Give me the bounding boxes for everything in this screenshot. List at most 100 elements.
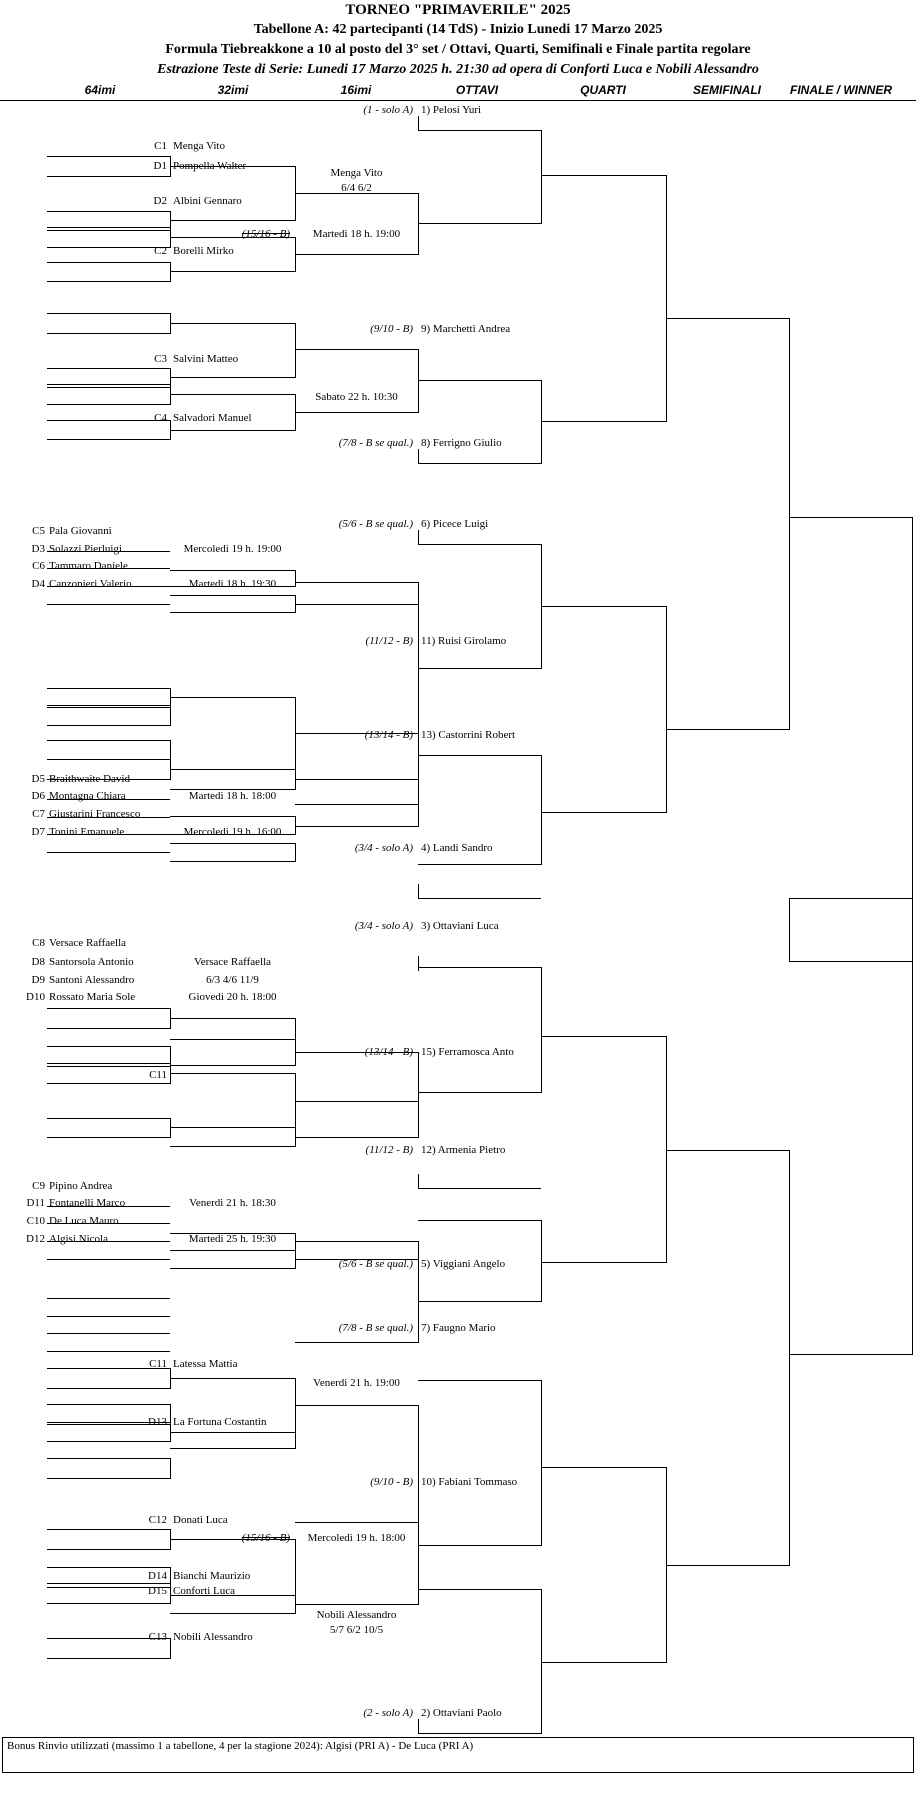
seed-tag: (13/14 - B) xyxy=(364,1046,413,1058)
seed-tag: (3/4 - solo A) xyxy=(354,920,413,932)
seed-name: 6) Picece Luigi xyxy=(421,518,489,530)
bracket-line xyxy=(170,220,295,221)
column-header-quarti: QUARTI xyxy=(580,83,626,97)
bracket-line xyxy=(418,1101,419,1138)
bracket-line xyxy=(666,175,667,422)
bracket-line xyxy=(170,1039,295,1040)
column-header-32: 32imi xyxy=(217,83,249,97)
bracket-line xyxy=(541,755,542,865)
bracket-line xyxy=(170,1378,295,1379)
bracket-line xyxy=(295,804,418,805)
bracket-line xyxy=(47,1008,170,1009)
entry-name: Donati Luca xyxy=(173,1514,228,1526)
entry-name: Solazzi Pierluigi xyxy=(49,543,123,555)
bracket-line xyxy=(295,733,418,734)
bracket-line xyxy=(295,779,418,780)
bracket-line xyxy=(170,1233,295,1234)
seed-name: 5) Viggiani Angelo xyxy=(421,1258,506,1270)
bracket-line xyxy=(418,1380,541,1381)
column-header-ottavi: OTTAVI xyxy=(455,83,499,97)
bracket-line xyxy=(47,568,170,569)
bracket-line xyxy=(47,262,170,263)
seed-name: 2) Ottaviani Paolo xyxy=(421,1707,502,1719)
bracket-line xyxy=(418,1241,419,1260)
bracket-line xyxy=(47,1223,170,1224)
match-info: Giovedi 20 h. 18:00 xyxy=(188,991,277,1003)
entry-code: C12 xyxy=(148,1514,167,1526)
bracket-line xyxy=(47,1351,170,1352)
entry-code: C13 xyxy=(148,1631,167,1643)
entry-name: Fontanelli Marco xyxy=(49,1197,126,1209)
entry-code: D14 xyxy=(148,1570,167,1582)
entry-name: Canzonieri Valerio xyxy=(49,578,132,590)
bracket-line xyxy=(295,1604,418,1605)
entry-name: Pala Giovanni xyxy=(49,525,112,537)
format-description: Formula Tiebreakkone a 10 al posto del 3… xyxy=(165,42,751,57)
tournament-title: TORNEO "PRIMAVERILE" 2025 xyxy=(345,2,571,18)
bracket-line xyxy=(47,586,170,587)
bracket-line xyxy=(418,1052,419,1102)
bracket-line xyxy=(170,323,295,324)
entry-code: D8 xyxy=(31,956,45,968)
seed-tag: (5/6 - B se qual.) xyxy=(338,1258,413,1270)
bonus-note-box: Bonus Rinvio utilizzati (massimo 1 a tab… xyxy=(2,1737,914,1773)
match-info: Versace Raffaella xyxy=(193,956,272,968)
bracket-line xyxy=(47,387,170,388)
bracket-line xyxy=(418,755,541,756)
bracket-line xyxy=(418,349,419,413)
bracket-line xyxy=(418,898,541,899)
match-info: Menga Vito xyxy=(330,167,383,179)
bracket-line xyxy=(789,517,912,518)
entry-code: C3 xyxy=(154,353,167,365)
column-header-64: 64imi xyxy=(84,83,116,97)
bracket-line xyxy=(541,1380,542,1546)
bracket-line xyxy=(295,570,296,587)
entry-code: D1 xyxy=(153,160,167,172)
bracket-line xyxy=(541,175,666,176)
bracket-line xyxy=(47,313,170,314)
bracket-line xyxy=(541,1036,666,1037)
entry-code: D7 xyxy=(31,826,45,838)
bracket-line xyxy=(47,1404,170,1405)
bracket-line xyxy=(418,1188,541,1189)
bracket-line xyxy=(47,1241,170,1242)
bracket-line xyxy=(170,1118,171,1138)
bracket-line xyxy=(541,812,666,813)
bracket-line xyxy=(47,1441,170,1442)
entry-name: Tammaro Daniele xyxy=(49,560,128,572)
seed-tag: (11/12 - B) xyxy=(365,635,413,647)
bracket-line xyxy=(295,582,418,583)
bracket-line xyxy=(47,705,170,706)
bracket-line xyxy=(47,834,170,835)
seed-name: 12) Armenia Pietro xyxy=(421,1144,506,1156)
bracket-line xyxy=(418,449,419,464)
entry-code: D15 xyxy=(148,1585,167,1597)
bracket-line xyxy=(170,430,295,431)
bracket-line xyxy=(47,1583,170,1584)
match-info: Martedi 18 h. 19:30 xyxy=(188,578,277,590)
entry-name: Salvini Matteo xyxy=(173,353,239,365)
bracket-line xyxy=(541,130,542,224)
entry-code: D2 xyxy=(153,195,167,207)
bracket-line xyxy=(418,1405,419,1523)
bracket-line xyxy=(541,1662,666,1663)
bracket-line xyxy=(295,1342,418,1343)
bracket-line xyxy=(170,705,171,726)
bracket-line xyxy=(47,1424,170,1425)
bracket-line xyxy=(47,1549,170,1550)
entry-code: D3 xyxy=(31,543,45,555)
bracket-line xyxy=(47,368,170,369)
bracket-line xyxy=(418,884,419,899)
entry-name: De Luca Mauro xyxy=(49,1215,119,1227)
seed-name: 7) Faugno Mario xyxy=(421,1322,496,1334)
seed-name: 3) Ottaviani Luca xyxy=(421,920,499,932)
bracket-line xyxy=(47,1587,170,1588)
entry-name: Nobili Alessandro xyxy=(173,1631,253,1643)
bracket-line xyxy=(418,223,541,224)
bracket-line xyxy=(47,1206,170,1207)
bracket-line xyxy=(295,1522,418,1523)
bracket-line xyxy=(170,1448,295,1449)
entry-name: Salvadori Manuel xyxy=(173,412,252,424)
bracket-line xyxy=(170,612,295,613)
bracket-line xyxy=(295,1233,296,1251)
